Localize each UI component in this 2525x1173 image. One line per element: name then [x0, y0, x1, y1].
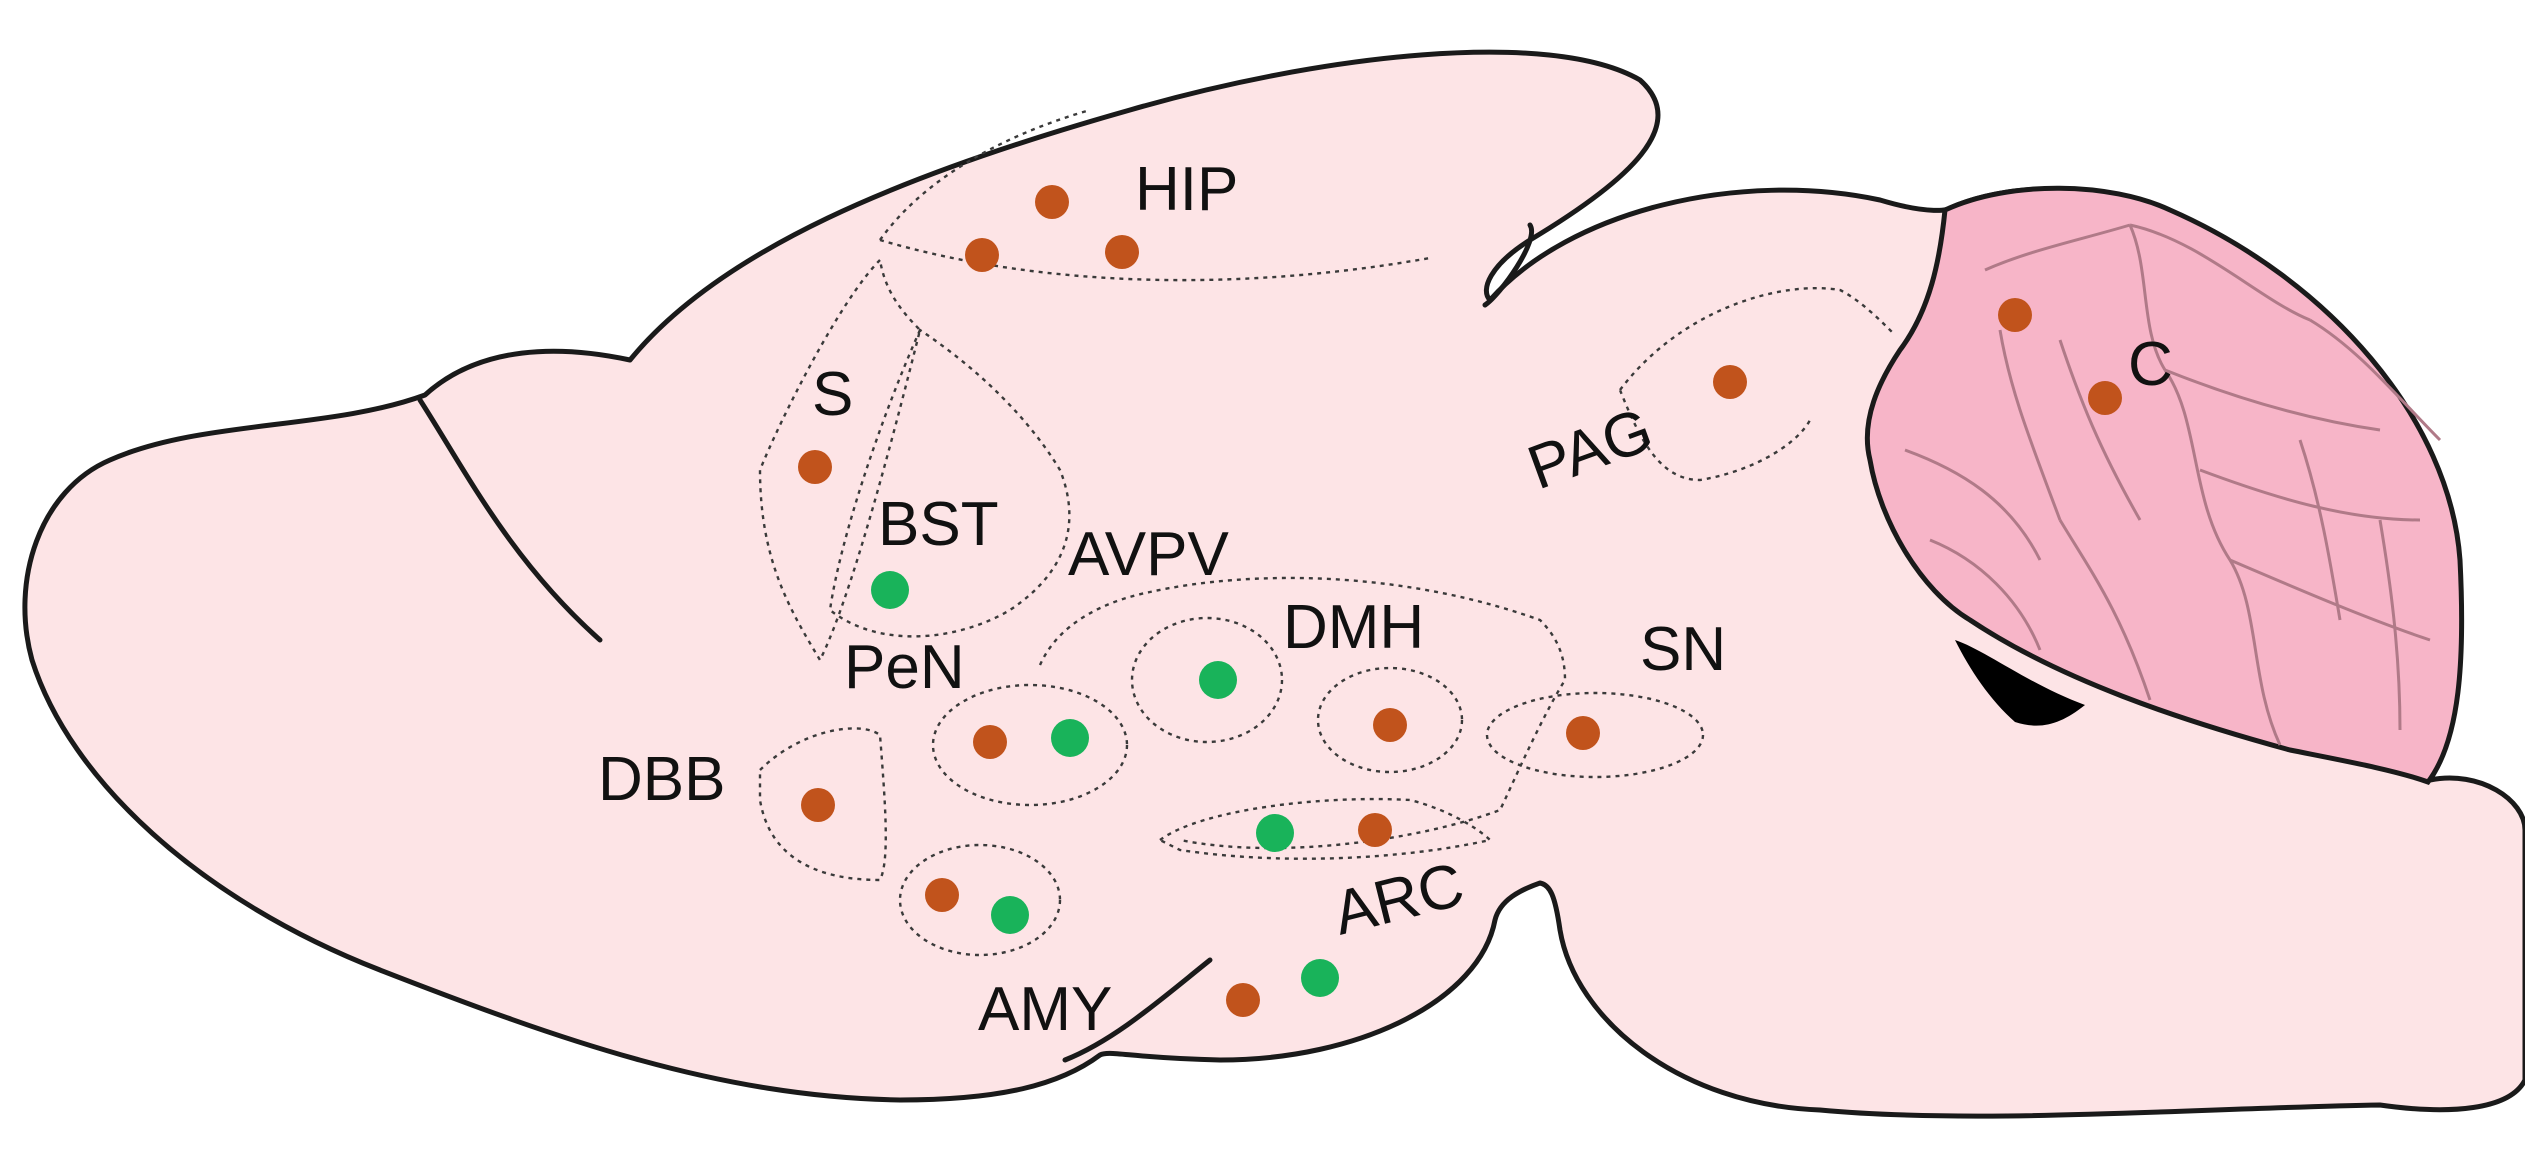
brain-silhouette	[22, 49, 2525, 1119]
region-outlines	[758, 108, 1896, 957]
midbrain-fold	[1482, 222, 1535, 308]
amy-outline	[898, 843, 1062, 957]
dot-hip-3	[1105, 235, 1139, 269]
cerebellar-folia	[1904, 223, 2442, 746]
sn-outline	[1485, 691, 1705, 779]
dot-avpv-inner	[1373, 708, 1407, 742]
pen-outline	[931, 683, 1129, 807]
dot-arc-lower-green	[1301, 959, 1339, 997]
label-c: C	[2128, 330, 2173, 399]
avpv-inner-outline	[1316, 666, 1464, 774]
dot-pen-brown	[973, 725, 1007, 759]
label-s: S	[812, 360, 853, 429]
label-amy: AMY	[978, 975, 1112, 1044]
frontal-fold	[417, 397, 603, 643]
dot-amy-green	[991, 896, 1029, 934]
dot-dmh	[1199, 661, 1237, 699]
label-dbb: DBB	[598, 745, 725, 814]
s-outline	[758, 259, 922, 663]
arc-outline	[1157, 797, 1493, 860]
expression-dots	[798, 185, 2122, 1017]
dot-c-1	[1998, 298, 2032, 332]
dot-pen-green	[1051, 719, 1089, 757]
dot-sn	[1566, 716, 1600, 750]
cerebellum-shadow	[1955, 640, 2085, 726]
region-labels: HIP S BST AVPV PeN DMH SN DBB AMY ARC PA…	[598, 155, 2173, 1044]
ventral-fold	[1062, 957, 1213, 1063]
dot-amy-brown	[925, 878, 959, 912]
dot-arc-brown	[1358, 813, 1392, 847]
dot-hip-2	[965, 238, 999, 272]
dot-c-2	[2088, 381, 2122, 415]
dot-arc-green	[1256, 814, 1294, 852]
label-dmh: DMH	[1283, 593, 1424, 662]
label-hip: HIP	[1135, 155, 1238, 224]
label-sn: SN	[1640, 615, 1726, 684]
label-avpv: AVPV	[1068, 520, 1229, 589]
dot-arc-lower-brown	[1226, 983, 1260, 1017]
dot-dbb	[801, 788, 835, 822]
dot-s	[798, 450, 832, 484]
dmh-outline	[1130, 616, 1284, 744]
label-bst: BST	[878, 490, 999, 559]
dot-bst	[871, 571, 909, 609]
cerebellum	[1864, 185, 2465, 785]
hip-outline	[879, 108, 1431, 282]
dot-pag	[1713, 365, 1747, 399]
label-pen: PeN	[844, 633, 965, 702]
avpv-outline	[1038, 576, 1567, 850]
dot-hip-1	[1035, 185, 1069, 219]
pag-outline	[1618, 286, 1896, 482]
